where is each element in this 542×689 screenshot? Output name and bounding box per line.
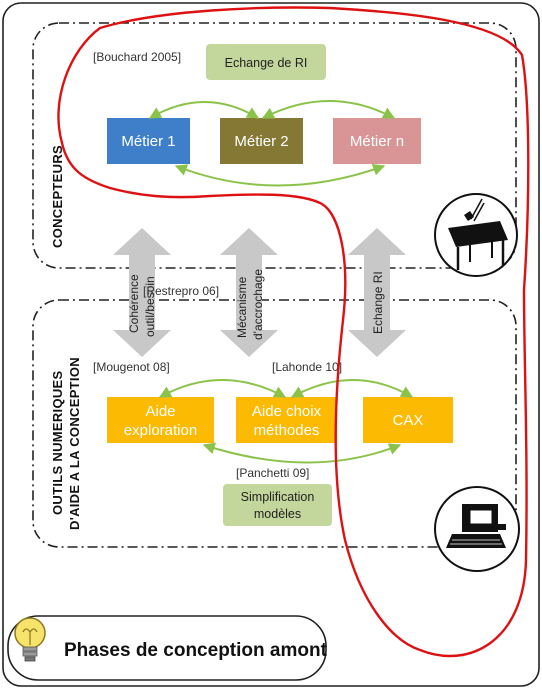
metier-n-label: Métier n: [350, 133, 404, 150]
aide-choix-box: [236, 397, 337, 443]
cax-label: CAX: [393, 412, 424, 429]
arrow-metier1-metiern: [174, 164, 386, 187]
red-outline: [57, 6, 530, 658]
ref-bouchard: [Bouchard 2005]: [93, 50, 181, 64]
mecanisme-line1: Mécanisme: [235, 276, 249, 338]
outils-label-line2: D'AIDE A LA CONCEPTION: [67, 357, 82, 530]
outils-label-line1: OUTILS NUMERIQUES: [50, 370, 65, 515]
footer-title: Phases de conception amont: [64, 640, 328, 661]
metier-2-box: [220, 118, 303, 164]
echange-ri-box: [206, 44, 326, 80]
ref-lahonde: [Lahonde 10]: [272, 360, 342, 374]
metier-1-box: [107, 118, 190, 164]
outils-region: [32, 299, 517, 548]
ref-mougenot: [Mougenot 08]: [93, 360, 170, 374]
aide-exploration-line1: Aide: [145, 403, 175, 420]
footer-box: [7, 615, 327, 681]
concepteurs-region: [32, 22, 517, 269]
aide-choix-line1: Aide choix: [252, 403, 322, 420]
arrow-metier1-metier2: [148, 101, 260, 119]
coherence-line2: outil/besoin: [143, 276, 157, 337]
arrow-mecanisme: [220, 228, 278, 357]
echange-ri-label: Echange de RI: [225, 56, 308, 70]
arrow-echange: [348, 228, 406, 357]
ref-panchetti: [Panchetti 09]: [236, 466, 309, 480]
arrow-exploration-choix: [158, 379, 287, 398]
drafting-table-icon: [434, 193, 518, 277]
metier-1-label: Métier 1: [121, 133, 175, 150]
ref-restrepro: [Restrepro 06]: [143, 284, 219, 298]
aide-exploration-line2: exploration: [124, 422, 197, 439]
mecanisme-line2: d'accrochage: [251, 269, 265, 340]
arrow-coherence: [113, 228, 171, 357]
coherence-line1: Cohérence: [127, 274, 141, 333]
simplification-box: [223, 484, 332, 526]
lightbulb-icon: [14, 617, 46, 662]
metier-n-box: [333, 118, 421, 164]
cax-box: [363, 397, 453, 443]
metier-2-label: Métier 2: [234, 133, 288, 150]
aide-choix-line2: méthodes: [254, 422, 320, 439]
arrow-choix-cax: [290, 379, 414, 398]
arrow-exploration-cax: [202, 442, 402, 464]
simplification-line1: Simplification: [241, 490, 315, 504]
aide-exploration-box: [107, 397, 214, 443]
echange-ri-arrow-label: Echange RI: [371, 271, 385, 334]
concepteurs-label: CONCEPTEURS: [50, 145, 65, 248]
computer-icon: [434, 486, 520, 572]
simplification-line2: modèles: [254, 507, 301, 521]
arrow-metier2-metiern: [261, 100, 396, 119]
